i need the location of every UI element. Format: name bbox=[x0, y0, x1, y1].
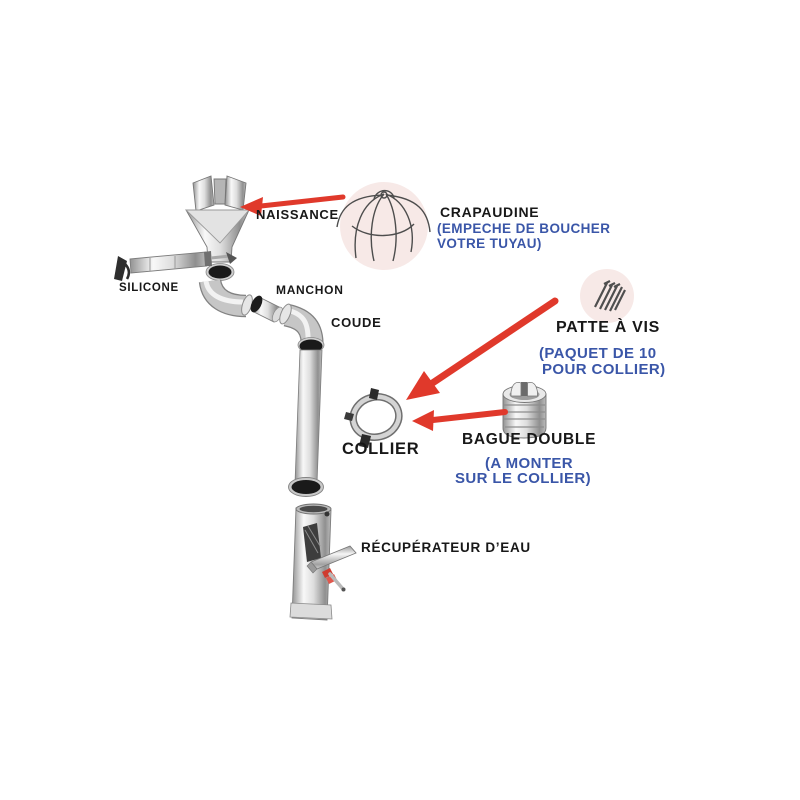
note-bague-line2: SUR LE COLLIER) bbox=[455, 470, 591, 487]
note-bague-line1: (A MONTER bbox=[485, 455, 574, 472]
screws-icon bbox=[580, 269, 634, 323]
label-recuperateur: RÉCUPÉRATEUR D’EAU bbox=[361, 540, 531, 555]
label-coude: COUDE bbox=[331, 315, 382, 330]
crapaudine-sketch-icon bbox=[336, 182, 431, 270]
label-bague-double: BAGUE DOUBLE bbox=[462, 431, 597, 448]
label-patte-a-vis: PATTE À VIS bbox=[556, 319, 661, 336]
bague-double-part bbox=[502, 382, 547, 439]
pipe-part bbox=[288, 349, 324, 497]
arrow-to-naissance bbox=[240, 194, 346, 216]
naissance-outlet-opening bbox=[205, 263, 235, 281]
note-patte-line1: (PAQUET DE 10 bbox=[539, 345, 657, 362]
annotation-arrows bbox=[240, 194, 559, 431]
coude-part bbox=[279, 303, 325, 353]
collier-part bbox=[344, 388, 403, 448]
recuperateur-red-clip bbox=[322, 568, 346, 592]
silicone-gun-part bbox=[114, 251, 237, 281]
elbow-upper-part bbox=[198, 278, 253, 318]
label-crapaudine: CRAPAUDINE bbox=[440, 204, 540, 220]
manchon-part bbox=[250, 295, 283, 323]
label-collier: COLLIER bbox=[342, 440, 420, 458]
arrow-to-collier-from-patte bbox=[406, 297, 559, 400]
note-patte-line2: POUR COLLIER) bbox=[542, 361, 666, 378]
recuperateur-part bbox=[289, 503, 357, 621]
label-silicone: SILICONE bbox=[119, 282, 179, 294]
note-crapaudine-line1: (EMPECHE DE BOUCHER bbox=[437, 221, 611, 236]
label-naissance: NAISSANCE bbox=[256, 207, 339, 222]
arrow-to-collier-from-bague bbox=[412, 409, 508, 431]
note-crapaudine-line2: VOTRE TUYAU) bbox=[437, 236, 542, 251]
label-manchon: MANCHON bbox=[276, 283, 344, 297]
naissance-part bbox=[184, 175, 250, 263]
